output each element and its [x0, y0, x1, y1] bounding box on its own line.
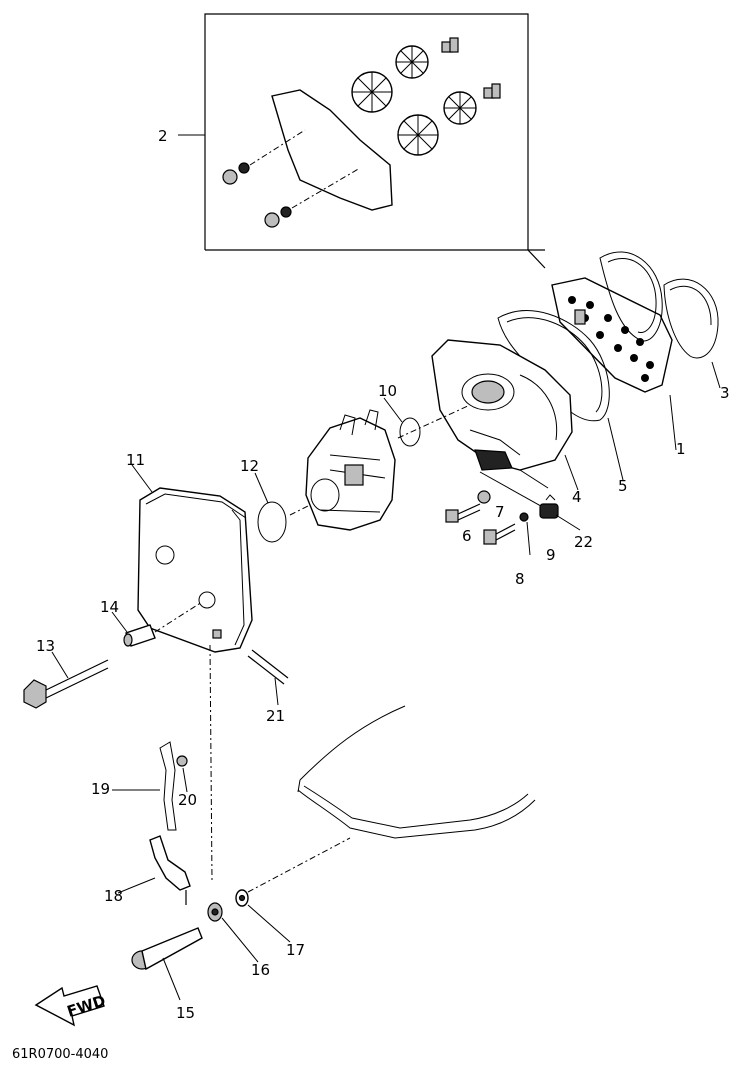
bracket-19-part — [159, 741, 188, 831]
nut-lower-icon — [264, 206, 292, 228]
callout-labels: 1 2 3 4 5 6 7 8 9 10 11 12 13 14 15 16 1… — [36, 127, 730, 1022]
intake-manifold-part — [431, 339, 573, 471]
callout-19: 19 — [91, 780, 110, 798]
washer-7-icon — [477, 490, 491, 504]
clip-22-icon — [539, 494, 559, 519]
carburetor-part — [305, 409, 396, 531]
hull-deck-outline — [297, 705, 536, 839]
o-ring-10-part — [399, 417, 421, 447]
callout-21: 21 — [266, 707, 285, 725]
callout-9: 9 — [546, 546, 556, 564]
callout-22: 22 — [574, 533, 593, 551]
callout-6: 6 — [462, 527, 472, 545]
bolt-6-icon — [445, 503, 481, 523]
forward-direction-arrow-icon — [34, 985, 105, 1027]
stud-21-icon — [247, 649, 289, 685]
callout-13: 13 — [36, 637, 55, 655]
callout-3: 3 — [720, 384, 730, 402]
callout-7: 7 — [495, 503, 505, 521]
callout-15: 15 — [176, 1004, 195, 1022]
washer-9-icon — [519, 512, 529, 522]
reed-petal-upper-icon — [351, 71, 393, 113]
choke-lever-18-part — [149, 835, 191, 905]
callout-2: 2 — [158, 127, 168, 145]
callout-11: 11 — [126, 451, 145, 469]
document-code: 61R0700-4040 — [12, 1047, 108, 1062]
callout-17: 17 — [286, 941, 305, 959]
sleeve-14-icon — [123, 624, 156, 647]
screw-right-icon — [483, 83, 501, 99]
o-ring-12-part — [257, 501, 287, 543]
nut-upper-icon — [222, 162, 250, 185]
reed-valve-plate-part — [551, 277, 673, 393]
gasket-3-part — [599, 251, 719, 359]
leader-lines — [51, 134, 721, 1001]
intake-silencer-part — [137, 487, 253, 653]
callout-8: 8 — [515, 570, 525, 588]
callout-16: 16 — [251, 961, 270, 979]
callout-5: 5 — [618, 477, 628, 495]
bolt-8-icon — [483, 523, 516, 545]
callout-10: 10 — [378, 382, 397, 400]
callout-20: 20 — [178, 791, 197, 809]
callout-4: 4 — [572, 488, 582, 506]
washer-17-icon — [235, 889, 249, 907]
screw-top-icon — [441, 37, 459, 53]
grommet-16-icon — [207, 902, 223, 922]
reed-stopper-upper-icon — [395, 45, 429, 79]
choke-knob-15-part — [131, 927, 203, 971]
callout-1: 1 — [676, 440, 686, 458]
reed-stopper-lower-icon — [443, 91, 477, 125]
long-bolt-13-icon — [23, 659, 109, 709]
inset-box-part-2 — [204, 13, 546, 269]
callout-12: 12 — [240, 457, 259, 475]
callout-18: 18 — [104, 887, 123, 905]
callout-14: 14 — [100, 598, 119, 616]
reed-petal-lower-icon — [397, 114, 439, 156]
